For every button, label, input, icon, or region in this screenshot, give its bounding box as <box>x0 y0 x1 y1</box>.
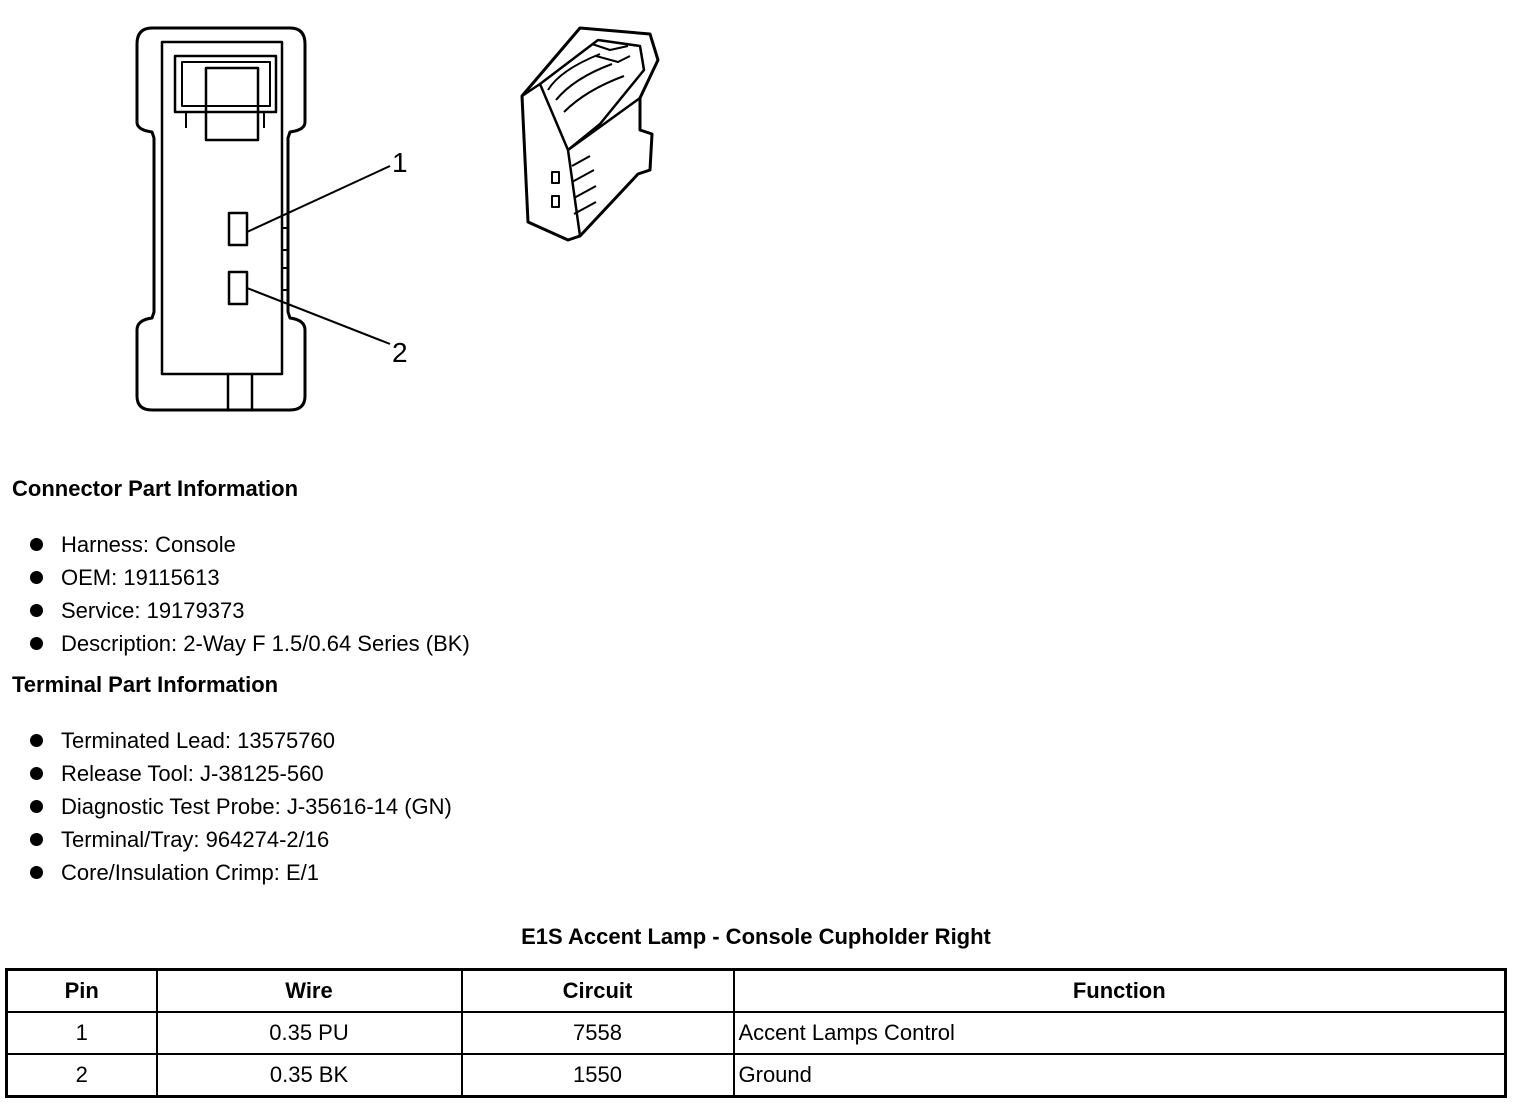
bullet-icon <box>30 538 43 551</box>
list-item-text: Harness: Console <box>61 532 236 557</box>
terminal-part-info-list: Terminated Lead: 13575760 Release Tool: … <box>30 724 452 889</box>
cell-pin: 2 <box>5 1053 158 1098</box>
cell-pin: 1 <box>5 1011 158 1055</box>
list-item: Service: 19179373 <box>30 594 470 627</box>
connector-face-inner <box>160 40 284 376</box>
bullet-icon <box>30 571 43 584</box>
bullet-icon <box>30 800 43 813</box>
connector-latch <box>173 54 278 114</box>
table-header-row: Pin Wire Circuit Function <box>5 968 1507 1013</box>
terminal-cavity-2 <box>227 270 249 306</box>
list-item: Terminated Lead: 13575760 <box>30 724 452 757</box>
list-item-text: Terminated Lead: 13575760 <box>61 728 335 753</box>
connector-part-info-heading: Connector Part Information <box>12 476 299 501</box>
list-item: Terminal/Tray: 964274-2/16 <box>30 823 452 856</box>
cell-wire: 0.35 PU <box>155 1011 463 1055</box>
list-item-text: Diagnostic Test Probe: J-35616-14 (GN) <box>61 794 452 819</box>
bullet-icon <box>30 866 43 879</box>
column-header-pin: Pin <box>5 968 158 1013</box>
bullet-icon <box>30 604 43 617</box>
table-row: 2 0.35 BK 1550 Ground <box>5 1053 1507 1098</box>
cell-function: Ground <box>732 1053 1507 1098</box>
cell-circuit: 7558 <box>460 1011 735 1055</box>
connector-diagram: 1 2 <box>135 26 660 412</box>
callout-2: 2 <box>392 337 408 368</box>
list-item: Release Tool: J-38125-560 <box>30 757 452 790</box>
list-item: Core/Insulation Crimp: E/1 <box>30 856 452 889</box>
list-item: OEM: 19115613 <box>30 561 470 594</box>
bullet-icon <box>30 637 43 650</box>
bullet-icon <box>30 734 43 747</box>
bullet-icon <box>30 767 43 780</box>
list-item-text: Release Tool: J-38125-560 <box>61 761 324 786</box>
list-item-text: Description: 2-Way F 1.5/0.64 Series (BK… <box>61 631 470 656</box>
cell-wire: 0.35 BK <box>155 1053 463 1098</box>
connector-isometric-view <box>520 26 660 242</box>
cell-function: Accent Lamps Control <box>732 1011 1507 1055</box>
column-header-wire: Wire <box>155 968 463 1013</box>
list-item-text: Service: 19179373 <box>61 598 245 623</box>
list-item: Description: 2-Way F 1.5/0.64 Series (BK… <box>30 627 470 660</box>
leader-line-2 <box>246 287 391 345</box>
pinout-table-title: E1S Accent Lamp - Console Cupholder Righ… <box>521 924 991 949</box>
table-row: 1 0.35 PU 7558 Accent Lamps Control <box>5 1011 1507 1055</box>
list-item-text: OEM: 19115613 <box>61 565 220 590</box>
terminal-part-info-heading: Terminal Part Information <box>12 672 279 697</box>
connector-face-outline <box>135 26 307 412</box>
terminal-cavity-1 <box>227 211 249 247</box>
column-header-circuit: Circuit <box>460 968 735 1013</box>
leader-line-1 <box>246 165 391 233</box>
column-header-function: Function <box>732 968 1507 1013</box>
connector-part-info-list: Harness: Console OEM: 19115613 Service: … <box>30 528 470 660</box>
pinout-table: Pin Wire Circuit Function 1 0.35 PU 7558… <box>5 968 1507 1098</box>
list-item: Harness: Console <box>30 528 470 561</box>
bullet-icon <box>30 833 43 846</box>
callout-1: 1 <box>392 147 408 178</box>
list-item: Diagnostic Test Probe: J-35616-14 (GN) <box>30 790 452 823</box>
cell-circuit: 1550 <box>460 1053 735 1098</box>
list-item-text: Terminal/Tray: 964274-2/16 <box>61 827 330 852</box>
list-item-text: Core/Insulation Crimp: E/1 <box>61 860 319 885</box>
